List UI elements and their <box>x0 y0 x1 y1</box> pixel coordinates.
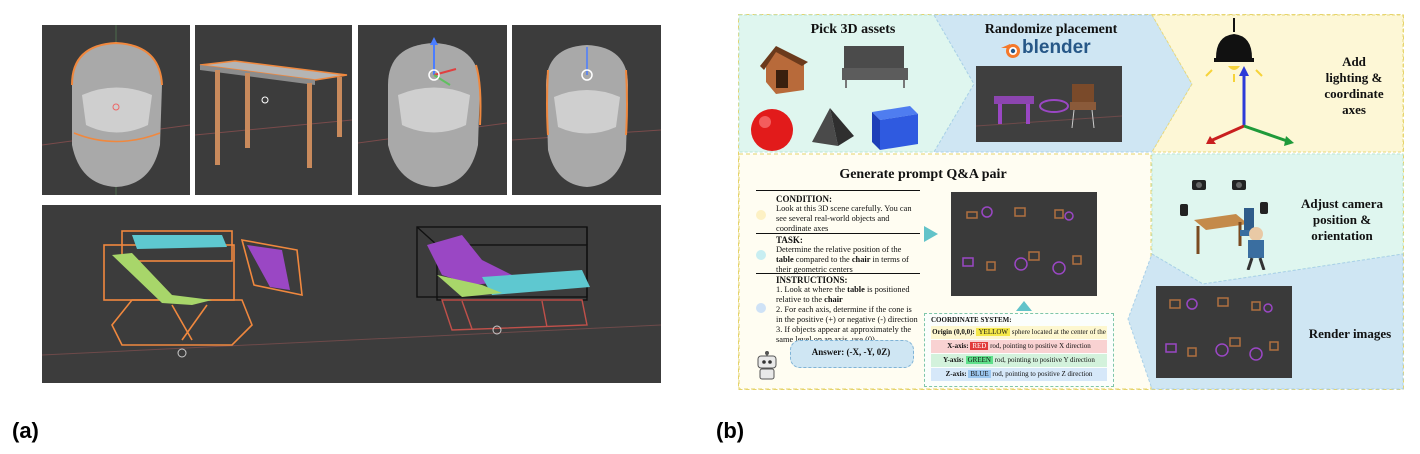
viewport-lounge-wireframes <box>42 205 661 383</box>
robot-icon <box>754 351 780 381</box>
camera-line-3: orientation <box>1286 228 1398 244</box>
condition-heading: CONDITION: <box>776 194 920 204</box>
instructions-marker <box>756 303 766 313</box>
lighting-line-2: lighting & <box>1306 70 1402 86</box>
camera-scene-illustration <box>1174 174 1284 270</box>
step-pick-assets-title: Pick 3D assets <box>778 22 928 38</box>
viewport-chair-gizmo <box>358 25 507 195</box>
coord-origin-row: Origin (0,0,0): YELLOW sphere located at… <box>931 326 1107 339</box>
camera-line-1: Adjust camera <box>1286 196 1398 212</box>
lighting-line-4: axes <box>1306 102 1402 118</box>
coord-z-desc: rod, pointing to positive Z direction <box>992 370 1092 378</box>
table-render <box>195 25 352 195</box>
camera-icon <box>1180 180 1268 216</box>
instruction-1-a: 1. Look at where the <box>776 285 847 294</box>
instruction-1: 1. Look at where the table is positioned… <box>776 285 920 305</box>
instruction-2: 2. For each axis, determine if the cone … <box>776 305 920 325</box>
step-render-title: Render images <box>1298 326 1402 342</box>
coordinate-system-box: COORDINATE SYSTEM: Origin (0,0,0): YELLO… <box>924 313 1114 387</box>
panel-b: Pick 3D assets Randomize placement <box>738 14 1404 390</box>
render-thumbnails <box>1156 286 1292 378</box>
condition-block: CONDITION: Look at this 3D scene careful… <box>776 194 920 234</box>
task-text-1: Determine the relative position of the <box>776 245 901 254</box>
asset-icons <box>746 42 926 152</box>
panel-label-b: (b) <box>716 418 744 444</box>
coord-y-row: Y-axis: GREEN rod, pointing to positive … <box>931 354 1107 367</box>
coordinate-title: COORDINATE SYSTEM: <box>931 316 1012 324</box>
blender-logo-icon <box>1000 40 1022 60</box>
panel-label-a: (a) <box>12 418 39 444</box>
coord-y-desc: rod, pointing to positive Y direction <box>995 356 1095 364</box>
step-camera-title: Adjust camera position & orientation <box>1286 196 1398 244</box>
viewport-chair-selected <box>42 25 190 195</box>
coord-origin-label: Origin (0,0,0): <box>932 328 975 336</box>
step-generate-title: Generate prompt Q&A pair <box>798 167 1048 183</box>
instructions-heading: INSTRUCTIONS: <box>776 275 920 285</box>
person-icon <box>1249 227 1263 241</box>
task-marker <box>756 250 766 260</box>
doghouse-icon <box>760 46 808 94</box>
task-text: Determine the relative position of the t… <box>776 245 920 275</box>
red-sphere-icon <box>751 109 793 151</box>
step-randomize-title: Randomize placement <box>966 22 1136 38</box>
condition-text: Look at this 3D scene carefully. You can… <box>776 204 920 234</box>
coord-x-desc: rod, pointing to positive X direction <box>990 342 1091 350</box>
task-heading: TASK: <box>776 235 920 245</box>
lighting-line-3: coordinate <box>1306 86 1402 102</box>
camera-line-2: position & <box>1286 212 1398 228</box>
lounge-wireframe-render <box>42 205 661 383</box>
blender-logo: blender <box>1000 39 1120 61</box>
instructions-block: INSTRUCTIONS: 1. Look at where the table… <box>776 275 920 345</box>
task-reference-object: chair <box>852 255 871 264</box>
lighting-line-1: Add <box>1306 54 1402 70</box>
answer-text: Answer: (-X, -Y, 0Z) <box>790 347 912 357</box>
task-text-2: compared to the <box>794 255 852 264</box>
coord-origin-color: YELLOW <box>976 328 1010 336</box>
lamp-icon <box>1216 34 1252 58</box>
sofa-icon <box>842 46 908 88</box>
coord-x-color: RED <box>970 342 988 350</box>
generated-scene-preview <box>951 192 1097 296</box>
task-target-object: table <box>776 255 794 264</box>
coord-x-label: X-axis: <box>947 342 968 350</box>
blender-wordmark: blender <box>1022 37 1091 59</box>
lighting-axes-illustration <box>1194 18 1324 148</box>
chair-front-render <box>512 25 661 195</box>
coord-y-label: Y-axis: <box>943 356 964 364</box>
coord-z-color: BLUE <box>968 370 990 378</box>
chair-render <box>42 25 190 195</box>
coord-z-row: Z-axis: BLUE rod, pointing to positive Z… <box>931 368 1107 381</box>
arrow-right-icon <box>924 226 938 242</box>
viewport-table <box>195 25 352 195</box>
randomize-scene <box>976 66 1122 142</box>
randomize-preview <box>976 66 1122 142</box>
task-block: TASK: Determine the relative position of… <box>776 235 920 275</box>
coord-y-color: GREEN <box>966 356 993 364</box>
condition-marker <box>756 210 766 220</box>
arrow-up-icon <box>1016 301 1032 311</box>
instruction-1-b: table <box>847 285 865 294</box>
scene-thumbnails <box>951 192 1097 296</box>
step-lighting-title: Add lighting & coordinate axes <box>1306 54 1402 118</box>
chair-gizmo-render <box>358 25 507 195</box>
instruction-1-d: chair <box>824 295 843 304</box>
coord-x-row: X-axis: RED rod, pointing to positive X … <box>931 340 1107 353</box>
viewport-chair-front <box>512 25 661 195</box>
coord-z-label: Z-axis: <box>946 370 967 378</box>
prompt-box: CONDITION: Look at this 3D scene careful… <box>756 190 920 336</box>
render-preview <box>1156 286 1292 378</box>
